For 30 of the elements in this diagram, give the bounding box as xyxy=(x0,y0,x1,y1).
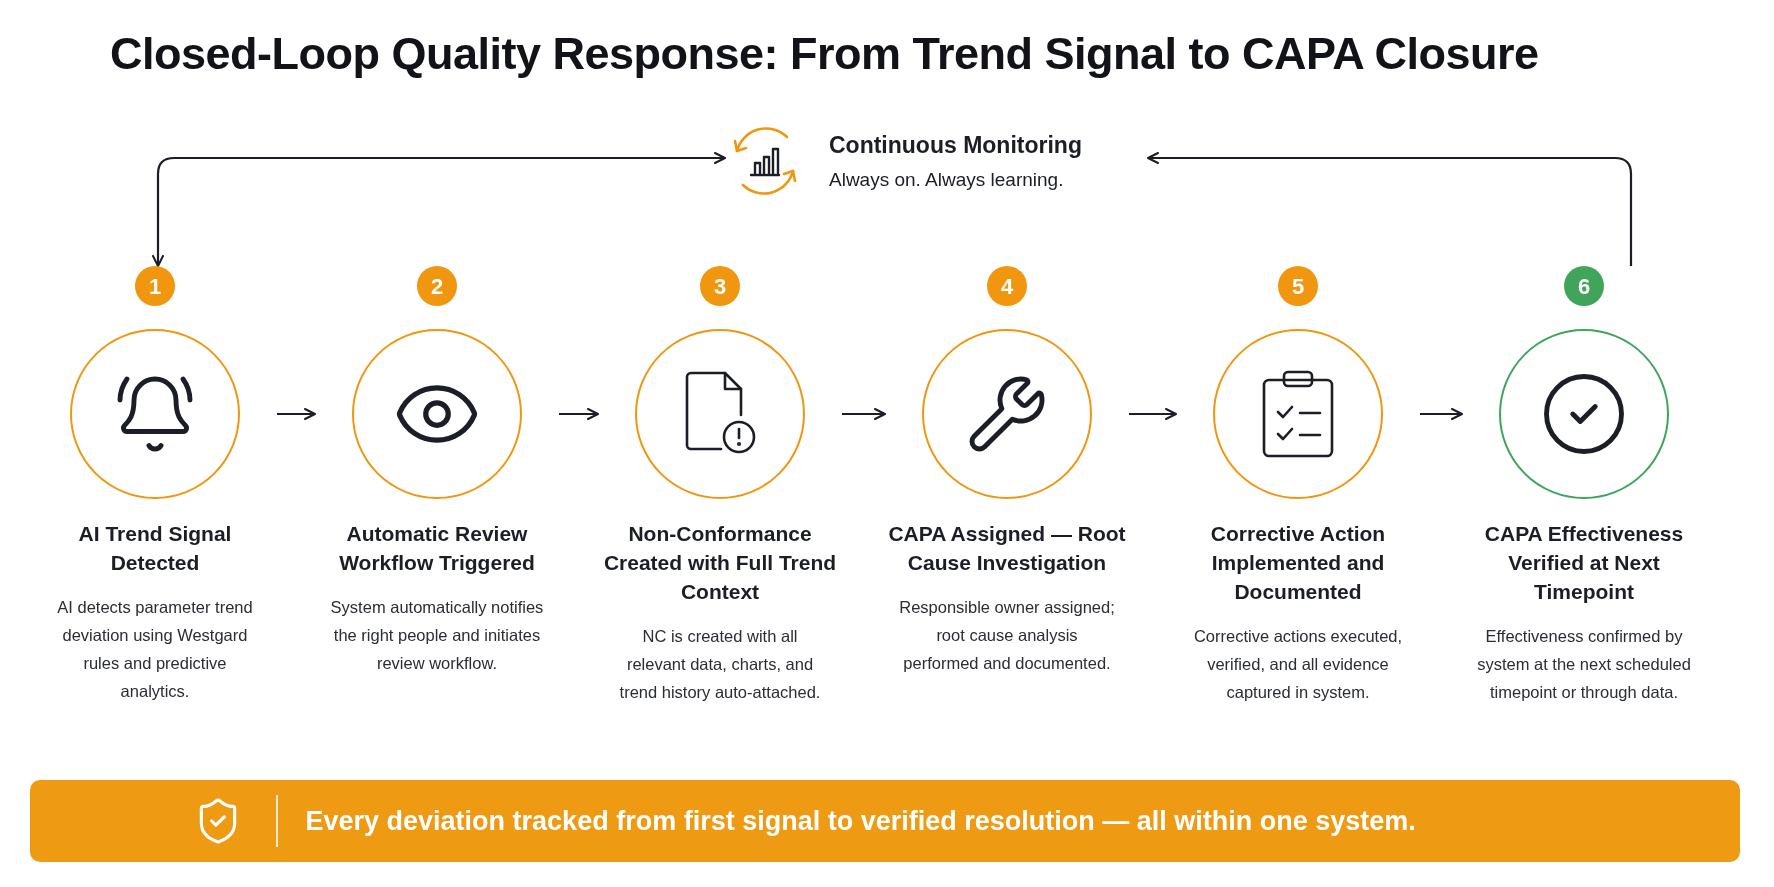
arrow xyxy=(1147,152,1633,266)
step-description: System automatically notifies the right people and initiates review workflow. xyxy=(329,597,545,674)
step-description: Effectiveness confirmed by system at the next scheduled timepoint or through data. xyxy=(1476,626,1692,703)
step-number-badge: 2 xyxy=(417,266,457,306)
step-heading: Non-Conformance Created with Full Trend Context xyxy=(602,521,838,605)
step-heading: CAPA Assigned — Root Cause Investigation xyxy=(887,521,1127,576)
step-description: Corrective actions executed, verified, and all evidence captured in system. xyxy=(1192,626,1404,703)
summary-text: Every deviation tracked from first signal to verified resolution — all within one system. xyxy=(305,804,1416,838)
arrow xyxy=(152,152,726,267)
arrow xyxy=(842,408,886,420)
step-heading: CAPA Effectiveness Verified at Next Timepoint xyxy=(1483,521,1685,605)
arrow xyxy=(277,408,316,420)
step-number-badge: 3 xyxy=(700,266,740,306)
step-number-badge: 6 xyxy=(1564,266,1604,306)
monitoring-title: Continuous Monitoring xyxy=(829,130,1082,160)
diagram-title: Closed-Loop Quality Response: From Trend Signal to CAPA Closure xyxy=(110,27,1539,81)
step-description: Responsible owner assigned; root cause analysis performed and documented. xyxy=(899,597,1115,674)
monitoring-subtitle: Always on. Always learning. xyxy=(829,167,1065,192)
step-description: NC is created with all relevant data, charts, and trend history auto-attached. xyxy=(618,626,822,703)
step-heading: AI Trend Signal Detected xyxy=(77,521,233,576)
summary-banner xyxy=(30,780,1740,862)
step-number-badge: 1 xyxy=(135,266,175,306)
arrow xyxy=(1420,408,1463,420)
arrow xyxy=(1129,408,1177,420)
step-number-badge: 4 xyxy=(987,266,1027,306)
arrow xyxy=(559,408,599,420)
step-heading: Corrective Action Implemented and Documented xyxy=(1209,521,1387,605)
step-heading: Automatic Review Workflow Triggered xyxy=(338,521,536,576)
step-description: AI detects parameter trend deviation using Westgard rules and predictive analytics. xyxy=(56,597,254,702)
step-number-badge: 5 xyxy=(1278,266,1318,306)
